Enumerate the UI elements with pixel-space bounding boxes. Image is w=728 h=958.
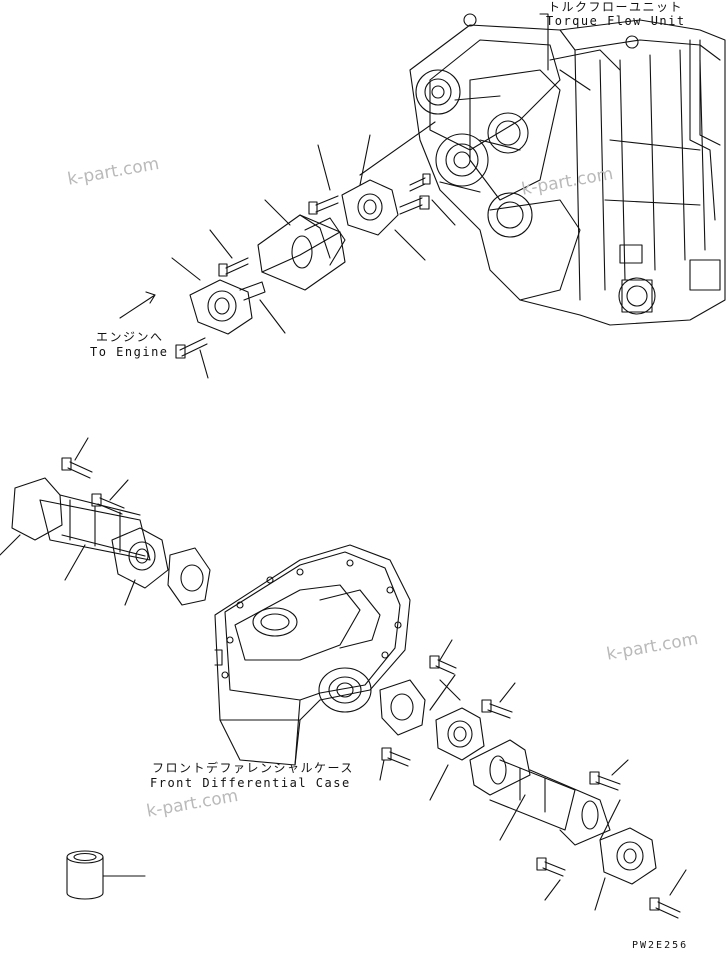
torque-flow-unit-label-en: Torque Flow Unit — [546, 14, 686, 28]
upper-drive-shaft — [257, 214, 346, 291]
torque-flow-unit — [409, 13, 726, 326]
lower-flange-yoke — [379, 679, 485, 761]
leader-line — [539, 13, 549, 71]
end-flange-yoke — [599, 827, 657, 885]
bolt-icon — [381, 655, 681, 919]
to-engine-label-en: To Engine — [90, 345, 169, 359]
bushing — [66, 850, 104, 900]
arrow-to-engine — [119, 291, 156, 319]
drawing-code: PW2E256 — [632, 940, 689, 951]
left-flange-yoke — [111, 527, 211, 606]
left-drive-shaft — [11, 477, 151, 561]
lower-drive-shaft — [469, 739, 611, 846]
to-engine-label-jp: エンジンへ — [96, 330, 164, 344]
upper-flange-yoke — [189, 179, 399, 335]
front-differential-case — [214, 544, 411, 766]
torque-flow-unit-label-jp: トルクフローユニット — [548, 0, 684, 14]
front-diff-case-label-en: Front Differential Case — [150, 776, 351, 790]
front-diff-case-label-jp: フロントデファレンシャルケース — [152, 761, 354, 775]
bolt-icon — [61, 457, 125, 515]
bolt-icon — [175, 173, 431, 359]
